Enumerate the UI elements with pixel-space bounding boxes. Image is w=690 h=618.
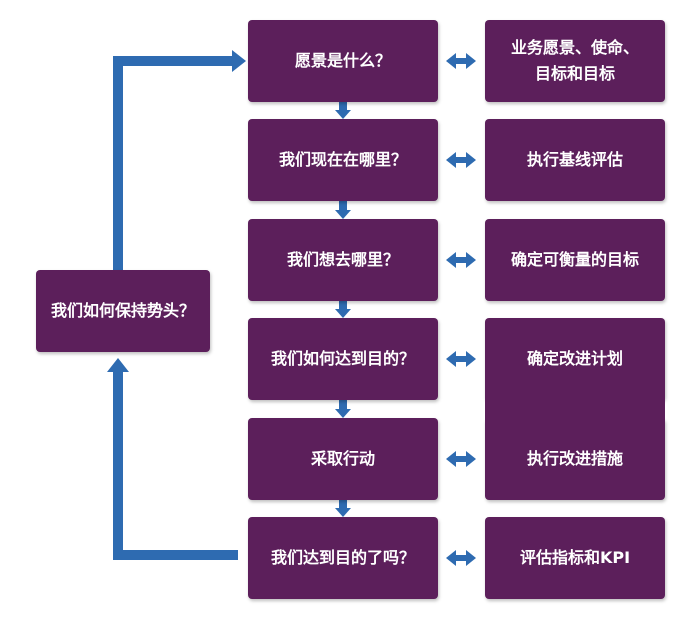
- question-label: 我们想去哪里？: [286, 250, 399, 269]
- question-box-how: 我们如何达到目的？: [248, 318, 438, 400]
- question-label: 采取行动: [310, 449, 375, 468]
- question-action-arrows: [446, 53, 476, 566]
- loop-box-label: 我们如何保持势头？: [50, 301, 195, 320]
- double-arrow: [446, 351, 476, 367]
- action-box-goals: 确定可衡量的目标: [485, 219, 665, 301]
- down-arrow: [335, 102, 351, 119]
- action-box-vision: 业务愿景、使命、 目标和目标: [485, 20, 665, 102]
- double-arrow: [446, 550, 476, 566]
- double-arrow: [446, 252, 476, 268]
- down-arrow: [335, 201, 351, 219]
- loop-box: 我们如何保持势头？: [36, 270, 210, 352]
- question-box-current: 我们现在在哪里？: [248, 119, 438, 201]
- question-label: 我们现在在哪里？: [278, 150, 407, 169]
- double-arrow: [446, 152, 476, 168]
- action-label: 确定改进计划: [526, 349, 623, 368]
- down-arrow: [335, 500, 351, 517]
- double-arrow: [446, 53, 476, 69]
- action-label: 评估指标和KPI: [519, 548, 631, 567]
- action-box-plan: 确定改进计划: [485, 318, 665, 400]
- question-box-vision: 愿景是什么？: [248, 20, 438, 102]
- question-box-check: 我们达到目的了吗？: [248, 517, 438, 599]
- question-label: 我们达到目的了吗？: [270, 548, 415, 567]
- action-label: 业务愿景、使命、 目标和目标: [510, 38, 639, 83]
- step-flow-arrows: [335, 102, 351, 517]
- action-label: 执行改进措施: [526, 449, 623, 468]
- action-box-evaluate: 评估指标和KPI: [485, 517, 665, 599]
- question-label: 我们如何达到目的？: [270, 349, 415, 368]
- feedback-loop-connector: [107, 50, 246, 560]
- question-label: 愿景是什么？: [294, 51, 391, 70]
- action-merge-fill: [485, 396, 665, 422]
- action-box-baseline: 执行基线评估: [485, 119, 665, 201]
- action-box-execute: 执行改进措施: [485, 418, 665, 500]
- action-label: 确定可衡量的目标: [510, 250, 639, 269]
- double-arrow: [446, 451, 476, 467]
- down-arrow: [335, 400, 351, 418]
- question-box-target: 我们想去哪里？: [248, 219, 438, 301]
- question-box-act: 采取行动: [248, 418, 438, 500]
- down-arrow: [335, 301, 351, 318]
- action-label: 执行基线评估: [526, 150, 623, 169]
